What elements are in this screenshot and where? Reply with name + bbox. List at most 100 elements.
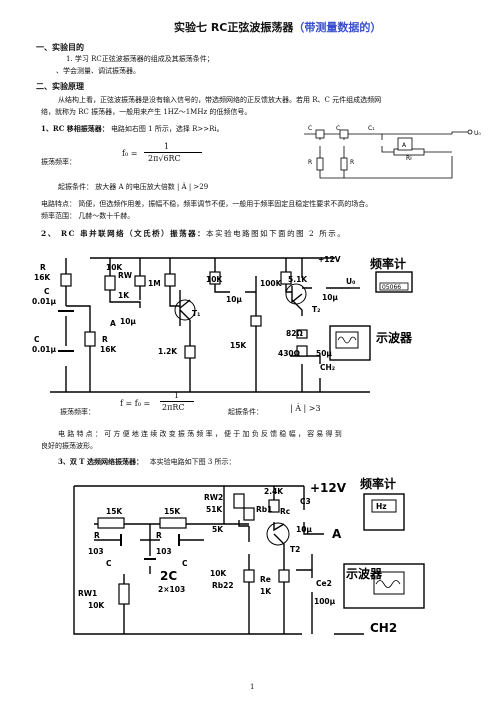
fig2-label-1-2k: 1.2K	[158, 347, 178, 356]
fig3-label-rb1: Rb1	[256, 505, 272, 514]
rc-phase-shift-intro: 1、RC 移相振荡器： 电路如右图 1 所示，选择 R>>Ri。	[41, 124, 224, 133]
circuit-features: 电路特点： 简便，但选频作用差，振幅不稳，频率调节不便，一般用于频率固定且稳定性…	[41, 200, 373, 208]
fig3-cap-c2	[178, 534, 180, 546]
fig2-label-16k-1: 16K	[34, 273, 51, 282]
fig2-label-100k: 100K	[260, 279, 283, 288]
fig3-label-c-1: C	[106, 559, 112, 568]
fig3-label-rb22: Rb22	[212, 581, 234, 590]
fig2-label-16k-2: 16K	[100, 345, 117, 354]
fig3-label-t2: T2	[290, 545, 300, 554]
fig3-label-rc: Rc	[280, 507, 290, 516]
freq-range: 频率范围： 几赫～数十千赫。	[41, 212, 135, 220]
fig3-label-15k-1: 15K	[106, 507, 123, 516]
fig3-label-15k-2: 15K	[164, 507, 181, 516]
fig1-label-a: A	[402, 142, 407, 149]
fig2-label-001-1: 0.01μ	[32, 297, 57, 306]
fig3-label-a: A	[332, 527, 342, 541]
wien-start-value: | Ȧ | >3	[290, 404, 321, 413]
fig2-label-c2: C	[34, 335, 40, 344]
wien-start-label: 起振条件：	[228, 408, 263, 416]
fig2-res-1-2k	[184, 345, 196, 359]
fig1-label-ri: Ri	[406, 155, 412, 162]
fig2-label-10u-1: 10μ	[120, 317, 136, 326]
fig1-label-r2: R	[350, 159, 354, 166]
fig2-scope-label: 示波器	[375, 330, 413, 345]
fig2-scope-screen	[335, 331, 359, 349]
fig1-label-r1: R	[308, 159, 312, 166]
fraction-bar	[144, 152, 202, 153]
fig3-label-rw1-10k: 10K	[88, 601, 105, 610]
fig2-label-15k: 15K	[230, 341, 247, 350]
fig3-label-100u: 100μ	[314, 597, 336, 606]
wien-formula-num: 1	[174, 391, 180, 400]
fig3-label-c3: C3	[300, 497, 311, 506]
fig2-label-50u: 50μ	[316, 349, 332, 358]
fig1-output-terminal	[467, 129, 473, 135]
fig2-label-5-1k: 5.1K	[288, 275, 308, 284]
fig2-transistor-t2	[285, 283, 307, 305]
figure-2-wien-bridge-circuit: 05066 R 16K C 0.01μ RW 10K 1K 1M 10K 10μ…	[32, 255, 413, 393]
fig2-res-r-top	[60, 273, 72, 287]
fig3-scope-screen	[373, 571, 405, 595]
section-2-heading: 二、实验原理	[36, 82, 84, 91]
fig3-res-rb22	[243, 569, 255, 583]
fig2-res-r-bottom	[84, 331, 96, 347]
fig1-res-1	[316, 157, 324, 171]
fig2-transistor-t1	[174, 299, 196, 321]
page-number: 1	[250, 683, 255, 691]
fig2-label-r2: R	[102, 335, 108, 344]
fig3-label-103-1: 103	[88, 547, 104, 556]
fig3-label-r-2: R	[156, 531, 162, 540]
fig2-label-t2: T₂	[312, 305, 320, 314]
fig3-res-rb1	[243, 507, 255, 521]
fig3-res-re	[278, 569, 290, 583]
objective-item-2: 、学会测量、调试振荡器。	[56, 67, 140, 75]
fig3-res-r1	[97, 517, 125, 529]
fig2-counter-reading: 05066	[382, 284, 401, 291]
fig2-label-a: A	[110, 319, 116, 328]
fig3-label-re: Re	[260, 575, 271, 584]
wien-bridge-intro: 2、 RC 串并联网络（文氏桥）振荡器：本实验电路图如下面的图 2 所示。	[41, 229, 347, 238]
freq-label: 振荡频率：	[41, 158, 76, 166]
fig2-label-10u-2: 10μ	[226, 295, 242, 304]
fig2-res-10k	[164, 273, 176, 287]
fig3-scope-label: 示波器	[345, 566, 383, 581]
fig2-label-rw-10k: 10K	[106, 263, 123, 272]
fig2-label-82: 82Ω	[286, 329, 303, 338]
fig3-label-103-2: 103	[156, 547, 172, 556]
wien-formula-lhs: f = f₀ =	[120, 399, 151, 408]
fig2-freq-counter-display	[379, 282, 409, 291]
fig3-cap-c1	[120, 534, 122, 546]
start-condition: 起振条件： 放大器 A 的电压放大倍数 | Ȧ | >29	[58, 183, 209, 191]
fig3-label-10u: 10μ	[296, 525, 312, 534]
fig2-cap-c-top	[58, 310, 74, 312]
fig3-label-rw2: RW2	[204, 493, 223, 502]
fig3-transistor-t2	[266, 522, 290, 546]
fig2-label-uo: U₀	[346, 277, 355, 286]
figure-1-phase-shift-circuit: C C C₁ R R Ri A U₀	[304, 125, 481, 179]
fig2-label-t1: T₁	[192, 309, 200, 318]
fig2-label-10k: 10K	[206, 275, 223, 284]
fig1-label-c1: C	[308, 125, 312, 132]
fig2-label-c1: C	[44, 287, 50, 296]
fig3-counter-unit: Hz	[376, 502, 387, 511]
wien-features-line-1: 电 路 特 点 ： 可 方 便 地 连 续 改 变 振 荡 频 率 ， 便 于 …	[58, 430, 342, 438]
fig1-label-c3: C₁	[368, 125, 375, 132]
figure-3-twin-t-circuit: 15K R 15K R 103 C 103 C 2C 2×103 RW1 10K…	[73, 476, 425, 635]
wien-features-line-2: 良好的振荡波形。	[41, 442, 97, 450]
fig1-cap-2	[339, 129, 349, 139]
wien-formula-den: 2πRC	[162, 403, 185, 412]
fig3-label-c-2: C	[182, 559, 188, 568]
fig2-label-430: 430Ω	[278, 349, 301, 358]
wien-fraction-bar	[160, 401, 194, 402]
page-title: 实验七 RC正弦波振荡器（带测量数据的）	[174, 21, 382, 34]
fig3-label-51k: 51K	[206, 505, 223, 514]
fig2-label-1k: 1K	[118, 291, 130, 300]
fig3-res-rw1	[118, 583, 130, 605]
fig3-label-5k: 5K	[212, 525, 224, 534]
fig2-res-1m	[134, 275, 146, 287]
fig2-label-1m: 1M	[148, 279, 161, 288]
fig2-ch2-label: CH₂	[320, 363, 335, 372]
fig3-cap-2c	[144, 558, 156, 560]
wien-freq-label: 振荡频率：	[60, 408, 95, 416]
